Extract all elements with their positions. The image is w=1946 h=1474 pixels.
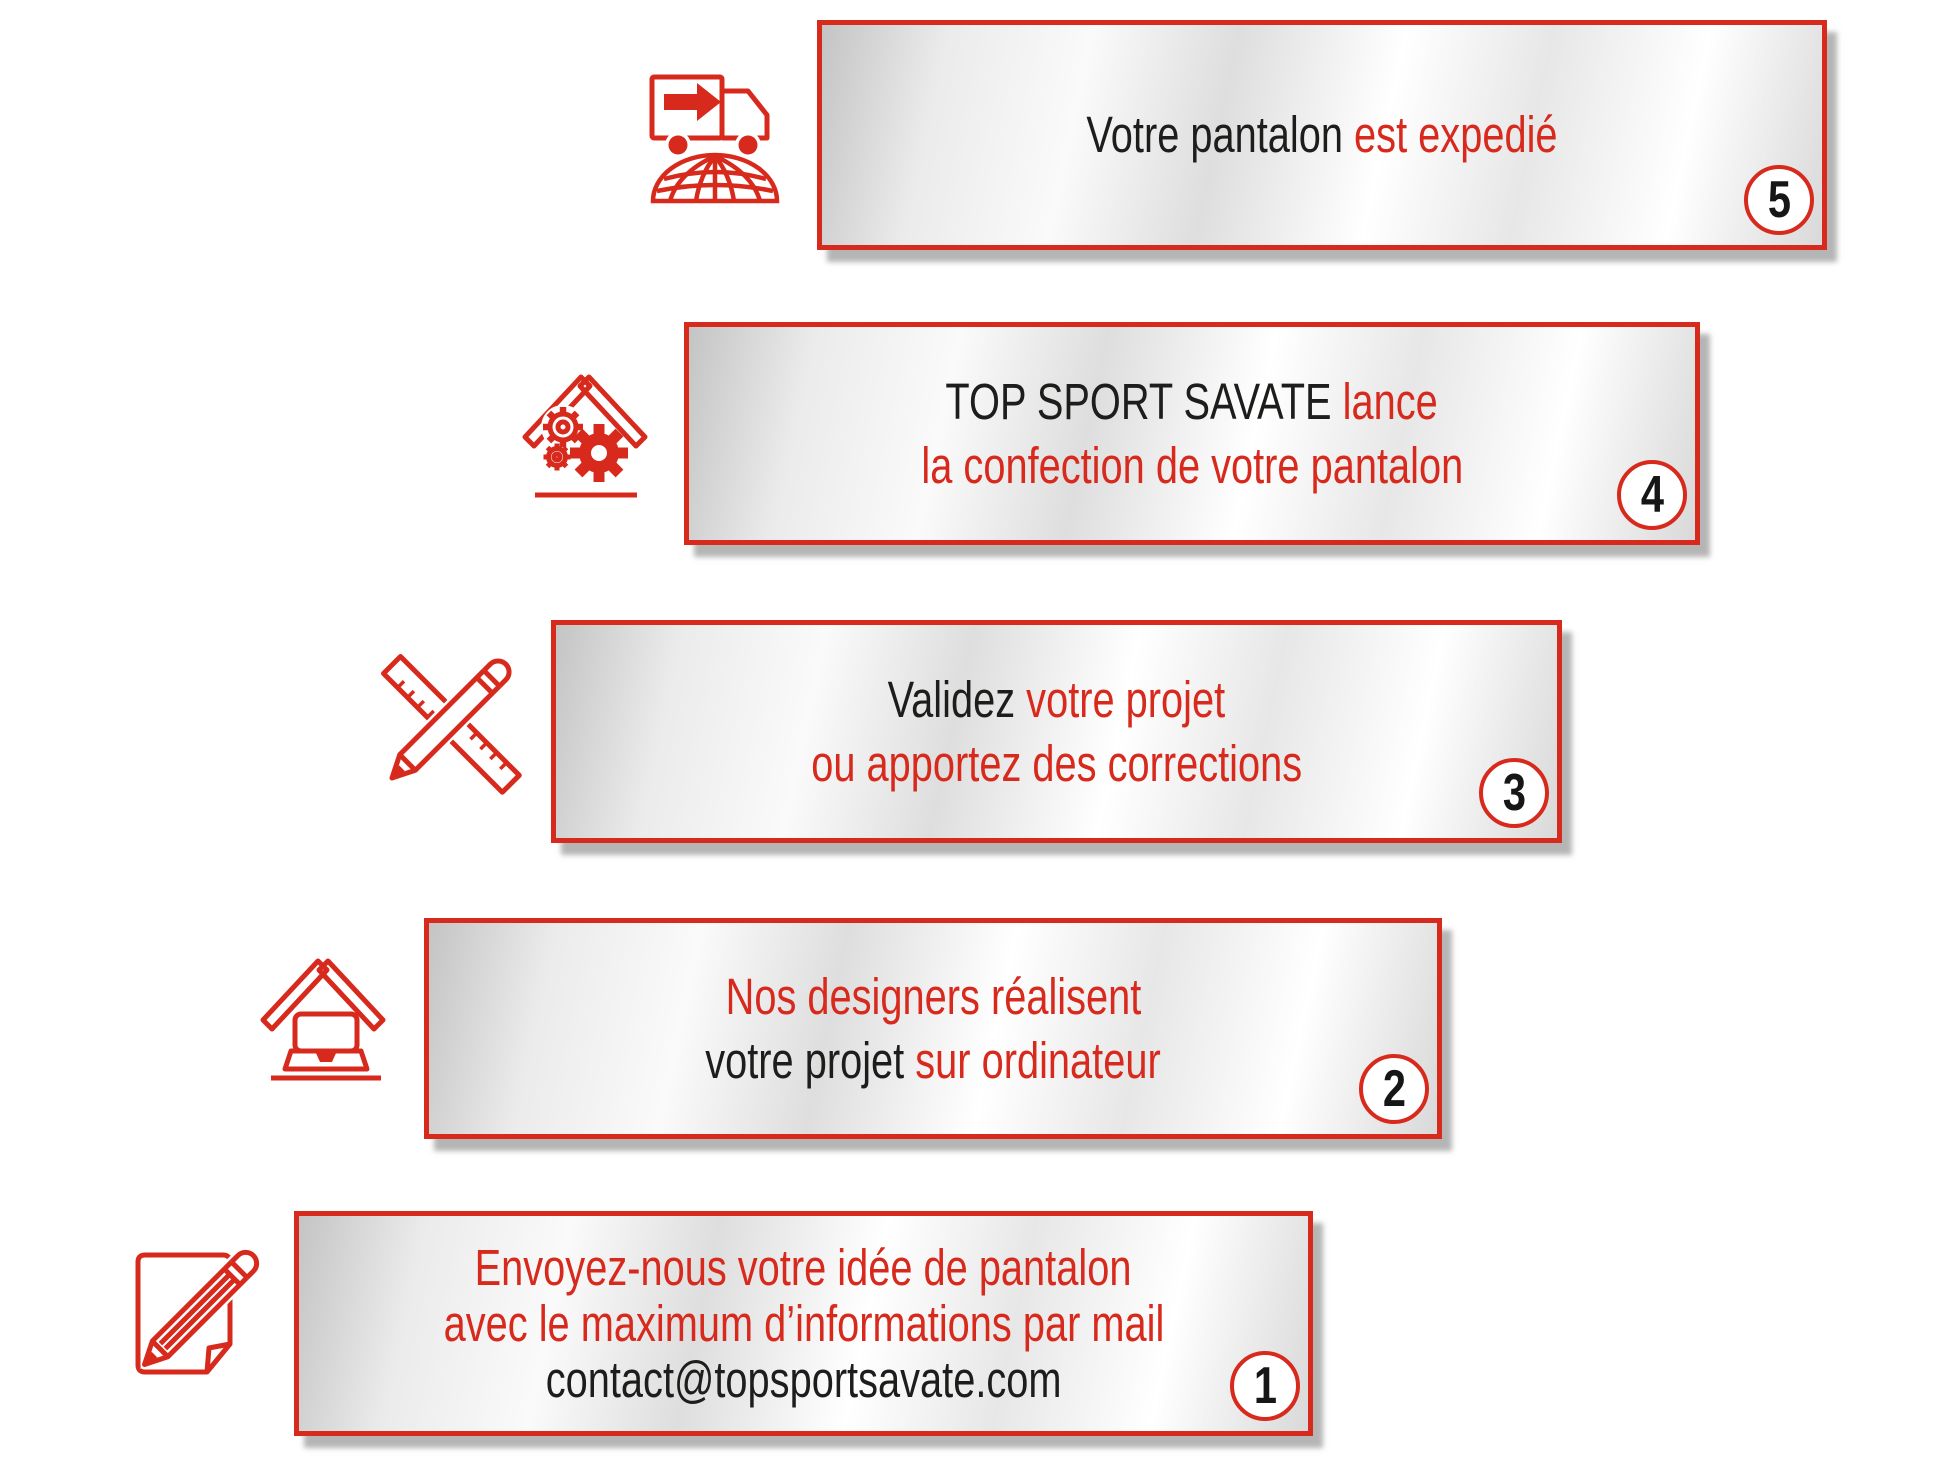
ruler-pencil-icon [370, 640, 550, 810]
text-segment: Votre pantalon [1086, 106, 1355, 163]
step-text-line: avec le maximum d’informations par mail [443, 1294, 1164, 1352]
step-number: 2 [1382, 1060, 1406, 1118]
email-text: contact@topsportsavate.com [545, 1350, 1062, 1408]
step-number-badge: 3 [1479, 758, 1549, 828]
step-number-badge: 5 [1744, 165, 1814, 235]
text-segment: Nos designers réalisent [725, 967, 1141, 1025]
text-segment: votre projet [1026, 670, 1226, 728]
text-segment: TOP SPORT SAVATE [945, 372, 1344, 430]
text-segment: lance [1343, 372, 1439, 430]
step-text-line: Votre pantalon est expedié [1086, 103, 1557, 167]
step-number-badge: 4 [1617, 460, 1687, 530]
house-laptop-icon [255, 950, 415, 1110]
step-text-line: TOP SPORT SAVATE lance [946, 370, 1438, 434]
step-number: 5 [1767, 171, 1791, 229]
step-box-4: TOP SPORT SAVATE lance la confection de … [684, 322, 1700, 545]
step-box-2: Nos designers réalisent votre projet sur… [424, 918, 1442, 1139]
step-text-line: Validez votre projet [888, 668, 1226, 732]
text-segment: Envoyez-nous votre idée de pantalon [475, 1238, 1132, 1296]
text-segment: est expedié [1354, 106, 1558, 163]
step-text-line: ou apportez des corrections [811, 732, 1302, 796]
house-gears-icon [515, 365, 655, 505]
step-number: 4 [1640, 466, 1664, 524]
step-number: 1 [1253, 1357, 1277, 1415]
text-segment: ou apportez des corrections [811, 734, 1302, 792]
step-text-line: contact@topsportsavate.com [545, 1350, 1062, 1408]
text-segment: la confection de votre pantalon [921, 436, 1463, 494]
step-box-1: Envoyez-nous votre idée de pantalon avec… [294, 1211, 1313, 1436]
step-text-line: Envoyez-nous votre idée de pantalon [475, 1238, 1132, 1296]
text-segment: sur ordinateur [915, 1031, 1161, 1089]
step-number-badge: 1 [1230, 1351, 1300, 1421]
step-text-line: la confection de votre pantalon [921, 434, 1463, 498]
step-number-badge: 2 [1359, 1054, 1429, 1124]
note-pencil-icon [120, 1245, 280, 1405]
text-segment: Validez [887, 670, 1027, 728]
step-box-3: Validez votre projet ou apportez des cor… [551, 620, 1562, 843]
text-segment: avec le maximum d’informations par mail [443, 1294, 1164, 1352]
step-text-line: Nos designers réalisent [725, 965, 1141, 1029]
step-box-5: Votre pantalon est expedié 5 [817, 20, 1827, 250]
text-segment: votre projet [705, 1031, 916, 1089]
step-text-line: votre projet sur ordinateur [705, 1029, 1160, 1093]
delivery-truck-globe-icon [620, 55, 820, 225]
step-number: 3 [1502, 764, 1526, 822]
